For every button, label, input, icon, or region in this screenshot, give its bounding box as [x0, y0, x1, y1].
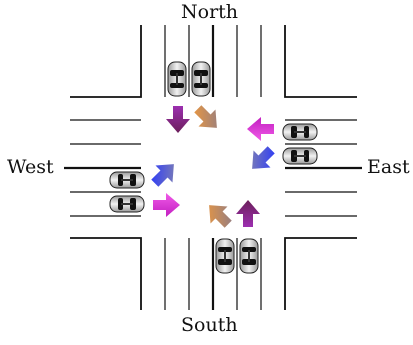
label-east: East [367, 156, 410, 178]
arrow-icon [247, 117, 274, 141]
road-corner-sw [70, 237, 142, 310]
car-icon [239, 238, 259, 274]
car-icon [282, 147, 318, 165]
label-south: South [181, 314, 238, 336]
car-icon [215, 238, 235, 274]
arrow-icon [153, 193, 180, 217]
car-icon [109, 171, 145, 189]
label-north: North [181, 1, 239, 23]
road-corner-nw [70, 25, 142, 98]
arrow-icon [209, 205, 232, 228]
arrow-icon [166, 106, 190, 133]
arrow-icon [194, 105, 217, 128]
road-corner-ne [284, 25, 357, 98]
road-edges [70, 25, 357, 310]
arrow-icon [236, 200, 260, 227]
car-icon [282, 123, 318, 141]
road-corner-se [284, 237, 357, 310]
car-icon [167, 61, 187, 97]
car-icon [191, 61, 211, 97]
arrow-icon [252, 146, 275, 169]
label-west: West [7, 156, 54, 178]
lane-lines [64, 25, 362, 310]
car-icon [109, 195, 145, 213]
arrow-icon [151, 164, 174, 187]
